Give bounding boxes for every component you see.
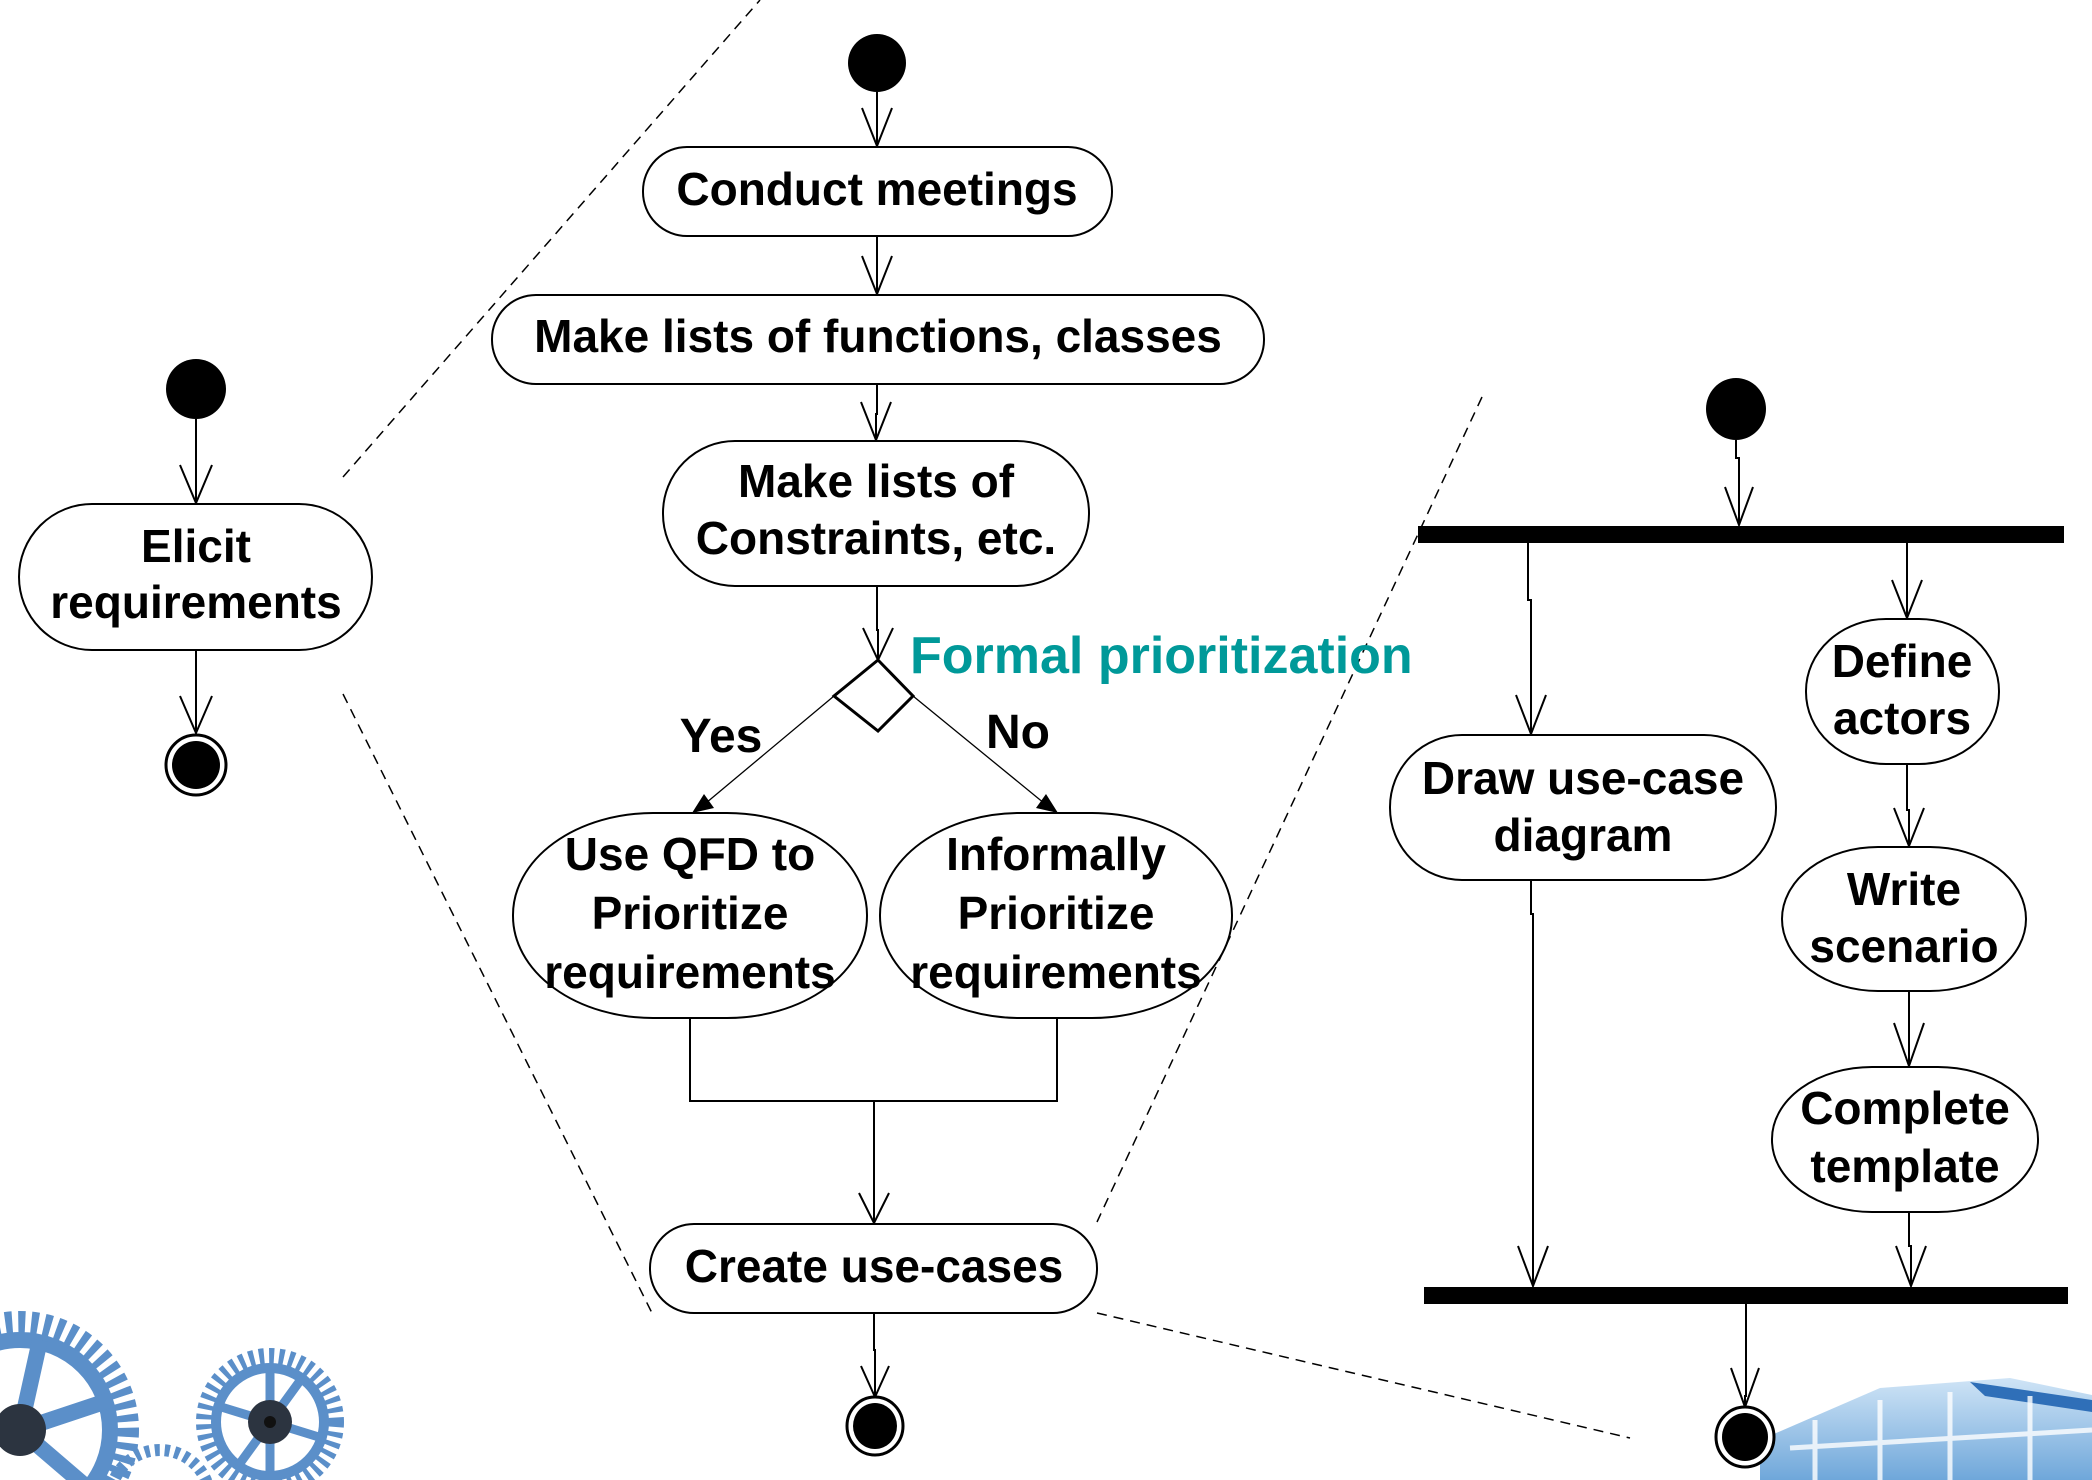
arrow-head-icon [179, 695, 213, 736]
activity-complete-template[interactable]: Complete template [1771, 1066, 2039, 1213]
activity-label: requirements [544, 946, 835, 998]
zoom-guide-line [342, 693, 653, 1314]
initial-node [1706, 378, 1766, 440]
final-node [845, 1395, 905, 1457]
activity-elicit-requirements[interactable]: Elicit requirements [18, 503, 373, 651]
activity-label: Constraints, etc. [696, 512, 1056, 564]
overview-diagram: Elicit requirements [18, 359, 373, 797]
flow-yes [699, 695, 835, 809]
activity-label: Draw use-case [1422, 752, 1744, 804]
activity-label: Prioritize [958, 887, 1155, 939]
gears-icon [0, 1311, 344, 1480]
zoom-guide-line [342, 0, 761, 478]
decision-label: Formal prioritization [910, 627, 1413, 685]
building-icon [1760, 1378, 2092, 1480]
arrow-head-icon [1036, 794, 1058, 813]
activity-make-lists-constraints[interactable]: Make lists of Constraints, etc. [662, 440, 1090, 587]
activity-label: scenario [1809, 920, 1998, 972]
arrow-head-icon [1517, 1245, 1549, 1289]
arrow-head-icon [1895, 1245, 1927, 1289]
guard-yes: Yes [680, 710, 763, 763]
flow-no [912, 695, 1051, 809]
activity-label: actors [1833, 692, 1971, 744]
arrow-head-icon [692, 794, 714, 813]
activity-use-qfd[interactable]: Use QFD to Prioritize requirements [512, 812, 868, 1019]
initial-node [848, 34, 906, 92]
final-node [1714, 1405, 1776, 1469]
activity-label: Complete [1800, 1082, 2010, 1134]
activity-label: diagram [1494, 809, 1673, 861]
activity-label: Conduct meetings [676, 163, 1077, 215]
activity-label: Make lists of [738, 455, 1015, 507]
activity-create-use-cases[interactable]: Create use-cases [649, 1223, 1098, 1314]
final-node [164, 733, 228, 797]
merge-line [689, 1018, 1058, 1102]
join-bar [1424, 1287, 2068, 1304]
activity-label: template [1810, 1140, 1999, 1192]
zoom-guide-line [1096, 1312, 1631, 1439]
activity-label: Write [1847, 863, 1961, 915]
activity-label: requirements [50, 576, 341, 628]
activity-label: requirements [910, 946, 1201, 998]
initial-node [166, 359, 226, 419]
activity-label: Make lists of functions, classes [534, 310, 1222, 362]
fork-bar [1418, 526, 2064, 543]
activity-label: Create use-cases [685, 1240, 1063, 1292]
activity-conduct-meetings[interactable]: Conduct meetings [642, 146, 1113, 237]
activity-label: Prioritize [592, 887, 789, 939]
activity-make-lists-functions[interactable]: Make lists of functions, classes [491, 294, 1265, 385]
activity-label: Use QFD to [565, 828, 815, 880]
activity-write-scenario[interactable]: Write scenario [1781, 846, 2027, 992]
activity-label: Informally [946, 828, 1166, 880]
activity-label: Elicit [141, 520, 251, 572]
activity-label: Define [1832, 635, 1973, 687]
activity-informally-prioritize[interactable]: Informally Prioritize requirements [879, 812, 1233, 1019]
arrow-head-icon [1724, 486, 1754, 528]
zoom-guides [342, 0, 1631, 1439]
guard-no: No [986, 706, 1050, 759]
elicitation-diagram: Conduct meetings Make lists of functions… [491, 34, 1413, 1457]
use-case-diagram: Draw use-case diagram Define actors Writ… [1389, 378, 2068, 1469]
activity-define-actors[interactable]: Define actors [1805, 618, 2000, 765]
decision-node [831, 657, 916, 734]
activity-draw-use-case-diagram[interactable]: Draw use-case diagram [1389, 734, 1777, 881]
